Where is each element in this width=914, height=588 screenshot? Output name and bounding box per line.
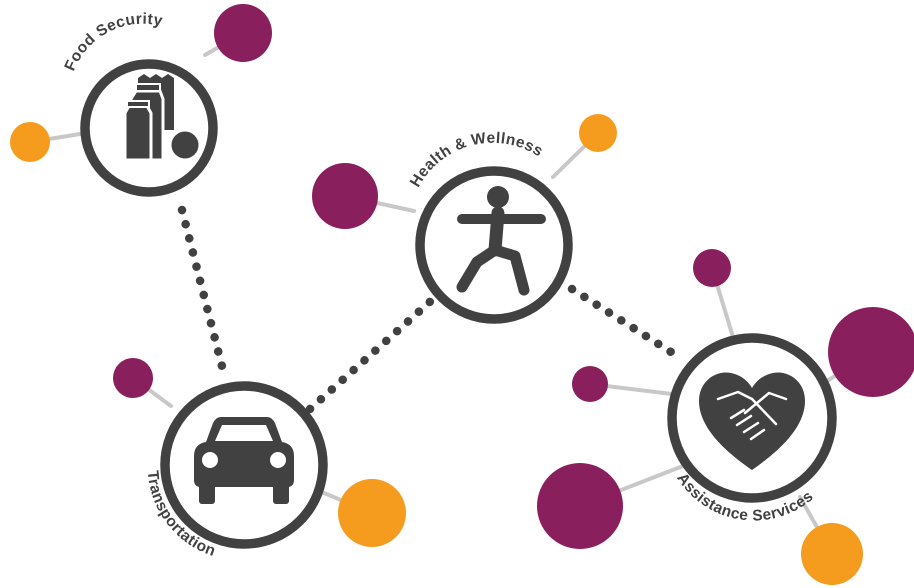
orange-dot bbox=[338, 479, 406, 547]
dotted-path-transport-to-health bbox=[305, 295, 437, 414]
node-assistance-services: Assistance Services bbox=[667, 333, 837, 525]
purple-dot bbox=[828, 307, 914, 397]
satellite-dots bbox=[10, 4, 914, 585]
dotted-path-food-to-transport bbox=[177, 205, 230, 383]
dotted-paths bbox=[177, 205, 687, 414]
node-health-wellness: Health & Wellness bbox=[407, 130, 573, 324]
node-food-security: Food Security bbox=[62, 11, 218, 197]
heart-handshake-icon bbox=[699, 372, 805, 470]
purple-dot bbox=[572, 366, 608, 402]
node-transportation: Transportation bbox=[144, 381, 328, 560]
orange-dot bbox=[801, 523, 863, 585]
orange-dot bbox=[10, 122, 50, 162]
exercise-person-icon bbox=[456, 186, 546, 296]
purple-dot bbox=[312, 163, 378, 229]
purple-dot bbox=[537, 463, 623, 549]
dotted-path-health-to-assist bbox=[567, 284, 687, 364]
purple-dot bbox=[693, 249, 731, 287]
purple-dot bbox=[113, 358, 153, 398]
car-icon bbox=[194, 417, 294, 504]
purple-dot bbox=[214, 4, 272, 62]
orange-dot bbox=[579, 114, 617, 152]
groceries-icon bbox=[123, 74, 202, 162]
